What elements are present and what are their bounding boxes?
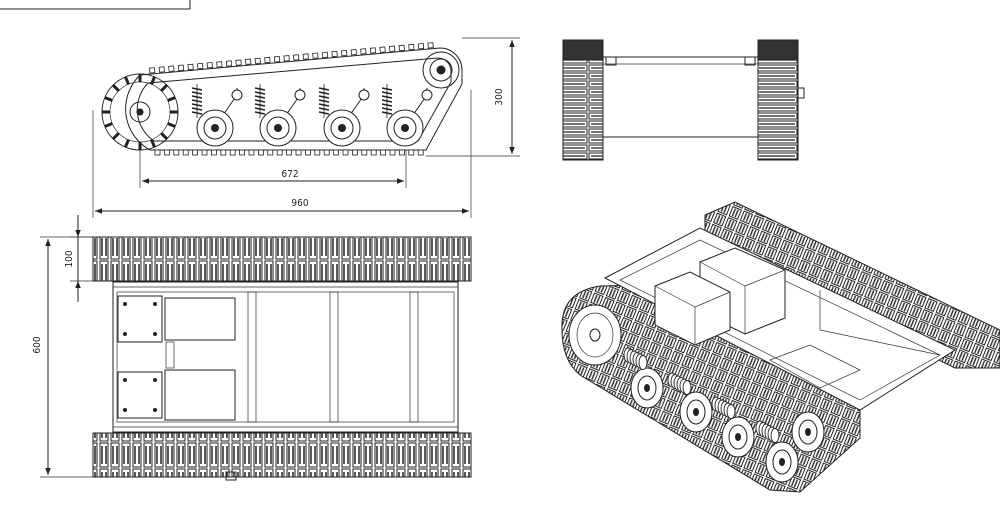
dim-track-width-label: 100 (64, 250, 75, 267)
top-gearbox-upper (164, 297, 236, 341)
iso-spring (755, 420, 780, 443)
top-gearbox-lower (164, 369, 236, 421)
suspension-spring (381, 84, 433, 118)
top-view: 100 600 (32, 215, 472, 481)
suspension-spring (318, 84, 370, 118)
dim-length-label: 960 (291, 198, 308, 209)
dim-height-label: 300 (494, 88, 505, 105)
iso-spring (623, 347, 648, 370)
iso-drive-sprocket (568, 304, 622, 366)
front-right-track-top (757, 39, 799, 61)
suspension-spring (191, 84, 243, 118)
top-upper-track (92, 236, 472, 282)
road-wheel (323, 109, 361, 147)
front-body (602, 56, 759, 138)
dim-height: 300 (426, 37, 520, 157)
dim-length: 960 (92, 90, 472, 218)
dim-wheelbase-label: 672 (281, 169, 298, 180)
iso-road-wheel (765, 441, 799, 483)
suspension-spring (254, 84, 306, 118)
top-lower-track (92, 432, 472, 478)
top-left-motor-upper (117, 295, 163, 343)
front-view (562, 39, 805, 161)
side-drive-sprocket (101, 73, 179, 151)
iso-springs (623, 347, 780, 443)
road-wheel (196, 109, 234, 147)
dim-width-label: 600 (32, 336, 43, 353)
side-view: 300 672 960 (92, 37, 520, 218)
top-left-motor-lower (117, 371, 163, 419)
iso-spring (667, 372, 692, 395)
side-track-belt (125, 42, 463, 156)
front-left-track-top (562, 39, 604, 61)
iso-road-wheel (791, 411, 825, 453)
iso-near-track (561, 284, 861, 493)
side-idler-wheel (422, 51, 460, 89)
isometric-view (561, 201, 1000, 493)
iso-road-wheels (630, 367, 825, 483)
dim-wheelbase: 672 (139, 150, 407, 188)
iso-spring (711, 396, 736, 419)
iso-road-wheel (721, 416, 755, 458)
title-frame (0, 0, 191, 10)
iso-road-wheel (679, 391, 713, 433)
iso-road-wheel (630, 367, 664, 409)
top-chassis-frame (112, 281, 459, 433)
road-wheel (386, 109, 424, 147)
dim-width: 600 (32, 236, 93, 478)
road-wheel (259, 109, 297, 147)
side-road-wheels (196, 109, 424, 147)
side-suspension-units (191, 84, 433, 118)
iso-motor-box (654, 271, 731, 346)
dim-track-width: 100 (64, 215, 93, 302)
